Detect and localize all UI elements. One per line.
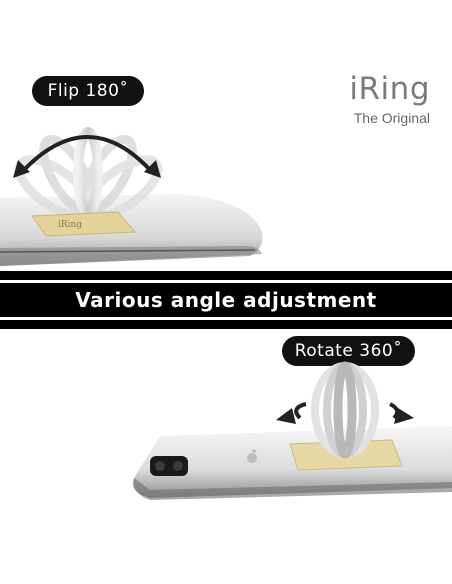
rotation-arrows-icon — [276, 402, 414, 424]
curved-double-arrow-icon — [13, 135, 161, 178]
rotate-illustration — [132, 361, 452, 500]
ring-rotation-ghosts — [311, 361, 379, 459]
brand-tagline: The Original — [353, 110, 430, 126]
ring-upright — [73, 127, 103, 217]
plate-logo: iRing — [58, 220, 82, 230]
gold-plate: iRing — [31, 211, 137, 237]
flip-illustration: iRing — [0, 127, 263, 266]
camera-module — [150, 456, 188, 476]
brand-logo: iRing The Original — [349, 70, 430, 126]
rotate-360-text: Rotate 360˚ — [294, 341, 403, 361]
brand-name: iRing — [349, 71, 430, 107]
flip-180-text: Flip 180˚ — [47, 81, 129, 101]
banner-top-line — [0, 280, 452, 283]
flip-180-label: Flip 180˚ — [32, 76, 144, 106]
banner-text: Various angle adjustment — [75, 288, 377, 312]
apple-logo-icon — [247, 449, 257, 463]
banner-bottom-line — [0, 317, 452, 320]
feature-banner: Various angle adjustment — [0, 271, 452, 329]
rotate-360-label: Rotate 360˚ — [282, 336, 415, 366]
